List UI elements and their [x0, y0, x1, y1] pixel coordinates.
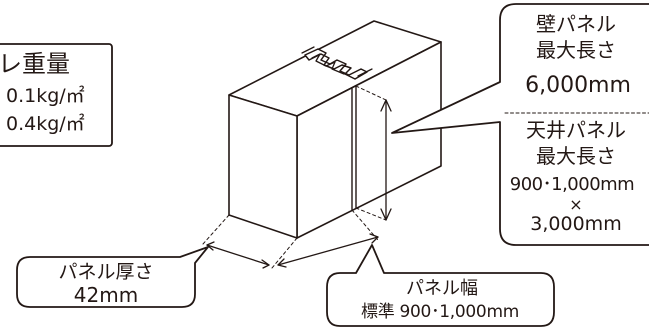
thickness-arrow: [206, 244, 270, 266]
thickness-extension-line: [202, 214, 230, 245]
height-arrow-head: [380, 208, 392, 221]
ceiling-panel-title: 天井パネル: [526, 118, 626, 142]
width-callout-frame: [326, 244, 555, 327]
block-front-face: [228, 94, 298, 239]
thickness-extension-line: [271, 237, 298, 269]
ceiling-panel-length: 3,000mm: [530, 213, 622, 235]
ceiling-panel-max-length-label: 最大長さ: [536, 144, 616, 168]
width-arrow-head: [369, 233, 379, 244]
height-extension-line: [355, 207, 387, 221]
thickness-arrow-head: [206, 241, 215, 251]
width-value: 標準 900･1,000mm: [361, 302, 519, 322]
width-arrow: [277, 236, 379, 266]
width-label: パネル幅: [406, 278, 478, 299]
thickness-value: 42mm: [73, 283, 139, 307]
weight-box-line1: 0.1kg/㎡: [6, 85, 85, 107]
width-arrow-head: [277, 258, 287, 268]
thickness-label: パネル厚さ: [58, 261, 154, 283]
joint-profile: [301, 46, 315, 54]
joint-profile: [311, 53, 345, 75]
wall-panel-max-length-value: 6,000mm: [525, 73, 631, 98]
weight-box-frame: [0, 43, 113, 147]
spec-callout-frame: [391, 3, 649, 246]
weight-box-line2: 0.4kg/㎡: [6, 113, 85, 135]
thickness-arrow-head: [261, 259, 270, 269]
weight-box-title: レ重量: [0, 50, 70, 78]
thickness-callout-frame: [16, 246, 209, 308]
height-extension-line: [355, 85, 387, 101]
wall-panel-title: 壁パネル: [536, 12, 616, 36]
wall-panel-max-length-label: 最大長さ: [536, 38, 616, 62]
ceiling-panel-width: 900･1,000mm: [509, 174, 635, 195]
height-arrow-head: [380, 99, 392, 112]
ceiling-panel-times: ×: [569, 195, 583, 214]
joint-profile: [357, 68, 373, 77]
